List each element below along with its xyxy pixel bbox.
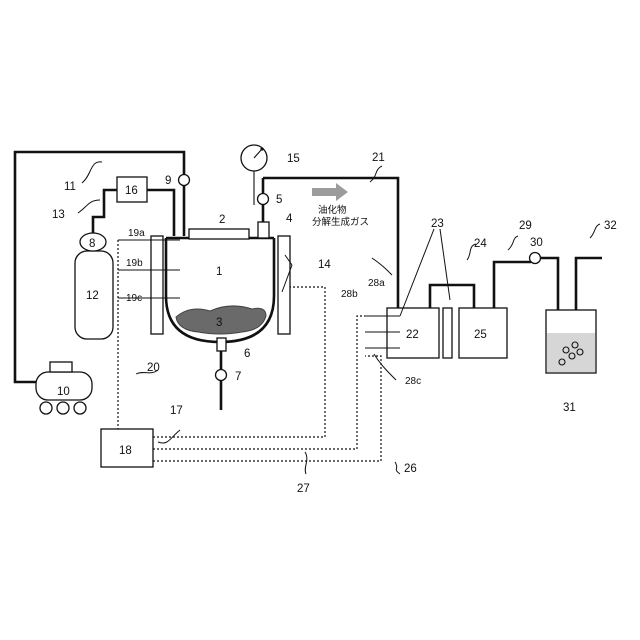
label-4: 4 [286,213,293,225]
label-13: 13 [52,209,65,221]
outlet-connector [258,222,269,238]
flow-note-line2: 分解生成ガス [312,216,369,228]
signal-line-26 [153,356,381,461]
label-18: 18 [119,445,132,457]
label-5: 5 [276,194,282,206]
connecting-pipe [430,285,474,308]
label-29: 29 [519,220,532,232]
label-20: 20 [147,362,160,374]
label-12: 12 [86,290,99,302]
label-8: 8 [89,238,95,250]
label-2: 2 [219,214,225,226]
label-25: 25 [474,329,487,341]
valve-9 [179,175,190,186]
label-14: 14 [318,259,331,271]
label-26: 26 [404,463,417,475]
label-11: 11 [64,181,76,193]
label-10: 10 [57,386,70,398]
label-15: 15 [287,153,300,165]
label-32: 32 [604,220,617,232]
signal-line-27 [153,316,365,449]
lid [189,229,249,239]
label-22: 22 [406,329,419,341]
heater-right [278,236,290,334]
drain-port [217,338,226,351]
label-23: 23 [431,218,444,230]
flow-arrow [312,183,348,201]
label-19a: 19a [128,228,145,239]
flow-note-line1: 油化物 [318,204,347,216]
gas-line-29 [494,262,531,308]
label-28b: 28b [341,289,358,300]
valve-30 [530,253,541,264]
label-17: 17 [170,405,183,417]
label-3: 3 [216,317,222,329]
label-28a: 28a [368,278,385,289]
valve-7 [216,370,227,381]
gas-line [93,190,117,233]
label-7: 7 [235,371,241,383]
label-24: 24 [474,238,487,250]
label-1: 1 [216,266,222,278]
label-19b: 19b [126,258,143,269]
label-31: 31 [563,402,576,414]
condenser [443,308,452,358]
label-28c: 28c [405,376,421,387]
valve-5 [258,194,269,205]
label-30: 30 [530,237,543,249]
label-19c: 19c [126,293,142,304]
label-6: 6 [244,348,250,360]
heater-left [151,236,163,334]
label-27: 27 [297,483,310,495]
label-16: 16 [125,185,138,197]
label-9: 9 [165,175,171,187]
label-21: 21 [372,152,385,164]
